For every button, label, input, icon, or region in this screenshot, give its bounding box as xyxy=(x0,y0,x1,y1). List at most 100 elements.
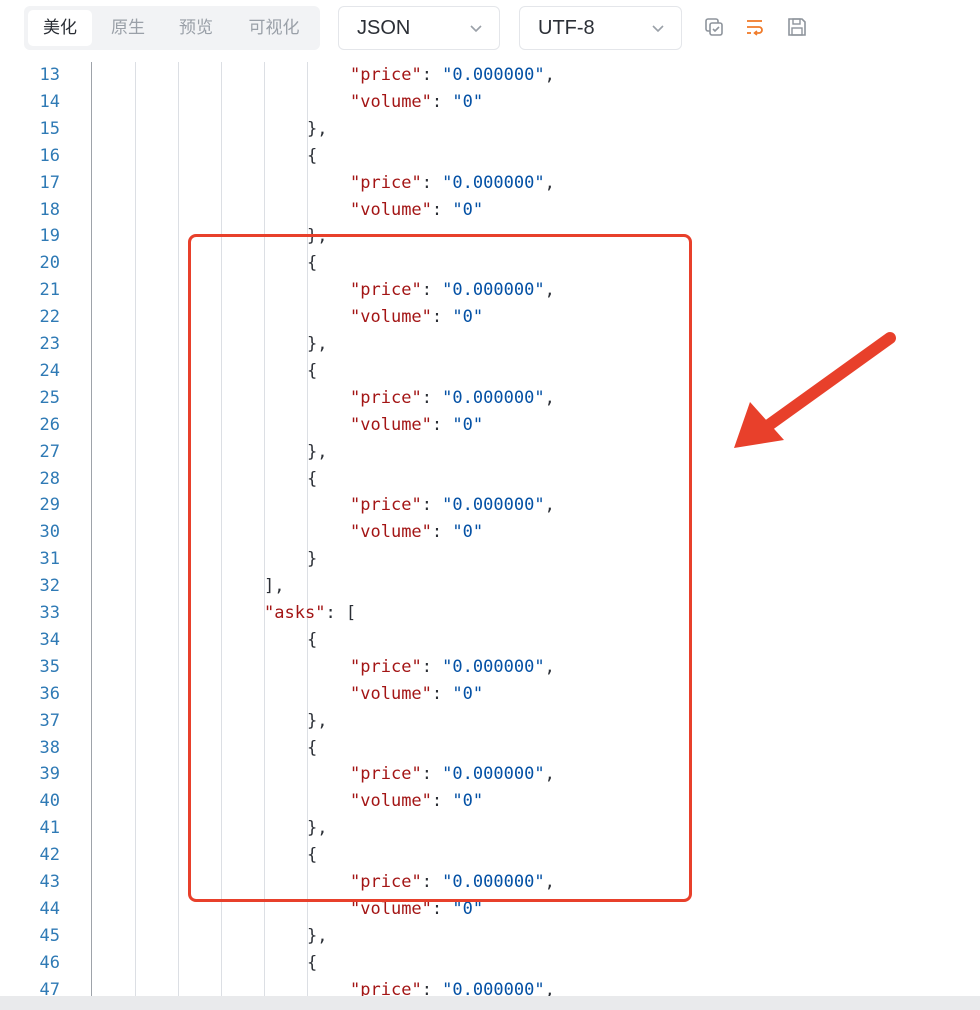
encoding-select[interactable]: UTF-8 xyxy=(519,6,682,50)
line-number: 27 xyxy=(39,441,60,462)
code-text: { xyxy=(307,627,317,654)
line-number: 21 xyxy=(39,280,60,301)
json-value: 0.000000 xyxy=(452,979,535,1000)
save-icon[interactable] xyxy=(786,16,808,38)
format-select[interactable]: JSON xyxy=(338,6,500,50)
line-number: 47 xyxy=(39,979,60,1000)
code-line: 45}, xyxy=(0,923,980,950)
code-text: "price": "0.000000", xyxy=(350,280,555,301)
line-number: 45 xyxy=(39,925,60,946)
json-key: volume xyxy=(360,683,422,704)
code-line: 47 "price": "0.000000", xyxy=(0,977,980,1002)
code-line: 41}, xyxy=(0,815,980,842)
json-key: price xyxy=(360,172,412,193)
punctuation: ], xyxy=(264,576,285,597)
code-text: "price": "0.000000", xyxy=(350,172,555,193)
json-key: volume xyxy=(360,91,422,112)
line-number: 33 xyxy=(39,603,60,623)
indent-guide xyxy=(91,62,92,1002)
code-line: 36"volume": "0" xyxy=(0,681,980,708)
tab-raw[interactable]: 原生 xyxy=(111,18,145,38)
json-key: asks xyxy=(274,603,316,623)
code-text: { xyxy=(307,358,317,385)
json-key: volume xyxy=(360,898,422,919)
line-number: 17 xyxy=(39,172,60,193)
code-line: 14"volume": "0" xyxy=(0,89,980,116)
code-line: 15}, xyxy=(0,116,980,143)
highlight-annotation-box xyxy=(188,234,692,902)
punctuation: , xyxy=(544,65,555,85)
code-text: }, xyxy=(307,923,327,950)
json-key: price xyxy=(360,656,412,677)
toolbar: 美化 原生 预览 可视化 JSON UTF-8 xyxy=(0,0,980,58)
code-text: } xyxy=(307,546,317,573)
code-line: 20{ xyxy=(0,250,980,277)
punctuation: { xyxy=(307,253,318,274)
line-number: 46 xyxy=(39,952,60,973)
punctuation: , xyxy=(544,172,555,193)
punctuation: }, xyxy=(307,710,328,731)
punctuation: , xyxy=(544,979,555,1000)
code-line: 30"volume": "0" xyxy=(0,519,980,546)
punctuation: }, xyxy=(307,818,328,839)
json-value: 0 xyxy=(462,199,473,220)
code-text: }, xyxy=(307,708,327,735)
json-value: 0 xyxy=(462,683,473,704)
line-number: 14 xyxy=(39,91,60,112)
json-editor[interactable]: 13"price": "0.000000",14"volume": "0"15}… xyxy=(0,62,980,1002)
line-number: 16 xyxy=(39,145,60,166)
line-number: 32 xyxy=(39,576,60,597)
code-line: 33"asks": [ xyxy=(0,600,980,627)
chevron-down-icon xyxy=(651,21,665,40)
line-number: 25 xyxy=(39,387,60,408)
punctuation: { xyxy=(307,952,318,973)
punctuation: , xyxy=(544,495,555,516)
punctuation: }, xyxy=(307,118,328,139)
code-text: "volume": "0" xyxy=(350,307,484,328)
code-line: 22"volume": "0" xyxy=(0,304,980,331)
code-line: 17 "price": "0.000000", xyxy=(0,170,980,197)
tab-preview[interactable]: 预览 xyxy=(179,18,213,38)
punctuation: }, xyxy=(307,334,328,354)
code-line: 40"volume": "0" xyxy=(0,788,980,815)
code-text: "price": "0.000000", xyxy=(350,872,555,892)
json-value: 0 xyxy=(462,91,473,112)
json-key: price xyxy=(360,280,412,301)
punctuation: }, xyxy=(307,441,328,462)
code-line: 29"price": "0.000000", xyxy=(0,492,980,519)
line-number: 40 xyxy=(39,791,60,812)
punctuation: { xyxy=(307,145,318,166)
punctuation: { xyxy=(307,360,318,381)
code-line: 43 "price": "0.000000", xyxy=(0,869,980,896)
code-text: { xyxy=(307,466,317,493)
horizontal-scrollbar[interactable] xyxy=(0,996,980,1010)
wrap-lines-icon[interactable] xyxy=(744,16,766,38)
line-number: 28 xyxy=(39,468,60,489)
json-key: volume xyxy=(360,522,422,543)
tab-visualize[interactable]: 可视化 xyxy=(248,18,300,38)
line-number: 35 xyxy=(39,656,60,677)
line-number: 39 xyxy=(39,764,60,785)
code-text: "price": "0.000000", xyxy=(350,979,555,1000)
punctuation: { xyxy=(307,845,318,866)
code-line: 38{ xyxy=(0,735,980,762)
punctuation: , xyxy=(544,656,555,677)
json-value: 0.000000 xyxy=(452,65,535,85)
json-key: volume xyxy=(360,199,422,220)
code-line: 37}, xyxy=(0,708,980,735)
line-number: 30 xyxy=(39,522,60,543)
json-value: 0 xyxy=(462,791,473,812)
line-number: 19 xyxy=(39,226,60,247)
copy-icon[interactable] xyxy=(703,16,725,38)
tab-beautify[interactable]: 美化 xyxy=(28,10,92,46)
json-value: 0 xyxy=(462,307,473,328)
json-value: 0.000000 xyxy=(452,872,535,892)
json-value: 0.000000 xyxy=(452,495,535,516)
punctuation: : [ xyxy=(325,603,357,623)
code-line: 32], xyxy=(0,573,980,600)
indent-guide xyxy=(135,62,136,1002)
json-value: 0.000000 xyxy=(452,280,535,301)
json-key: price xyxy=(360,65,412,85)
line-number: 43 xyxy=(39,872,60,892)
json-value: 0.000000 xyxy=(452,764,535,785)
